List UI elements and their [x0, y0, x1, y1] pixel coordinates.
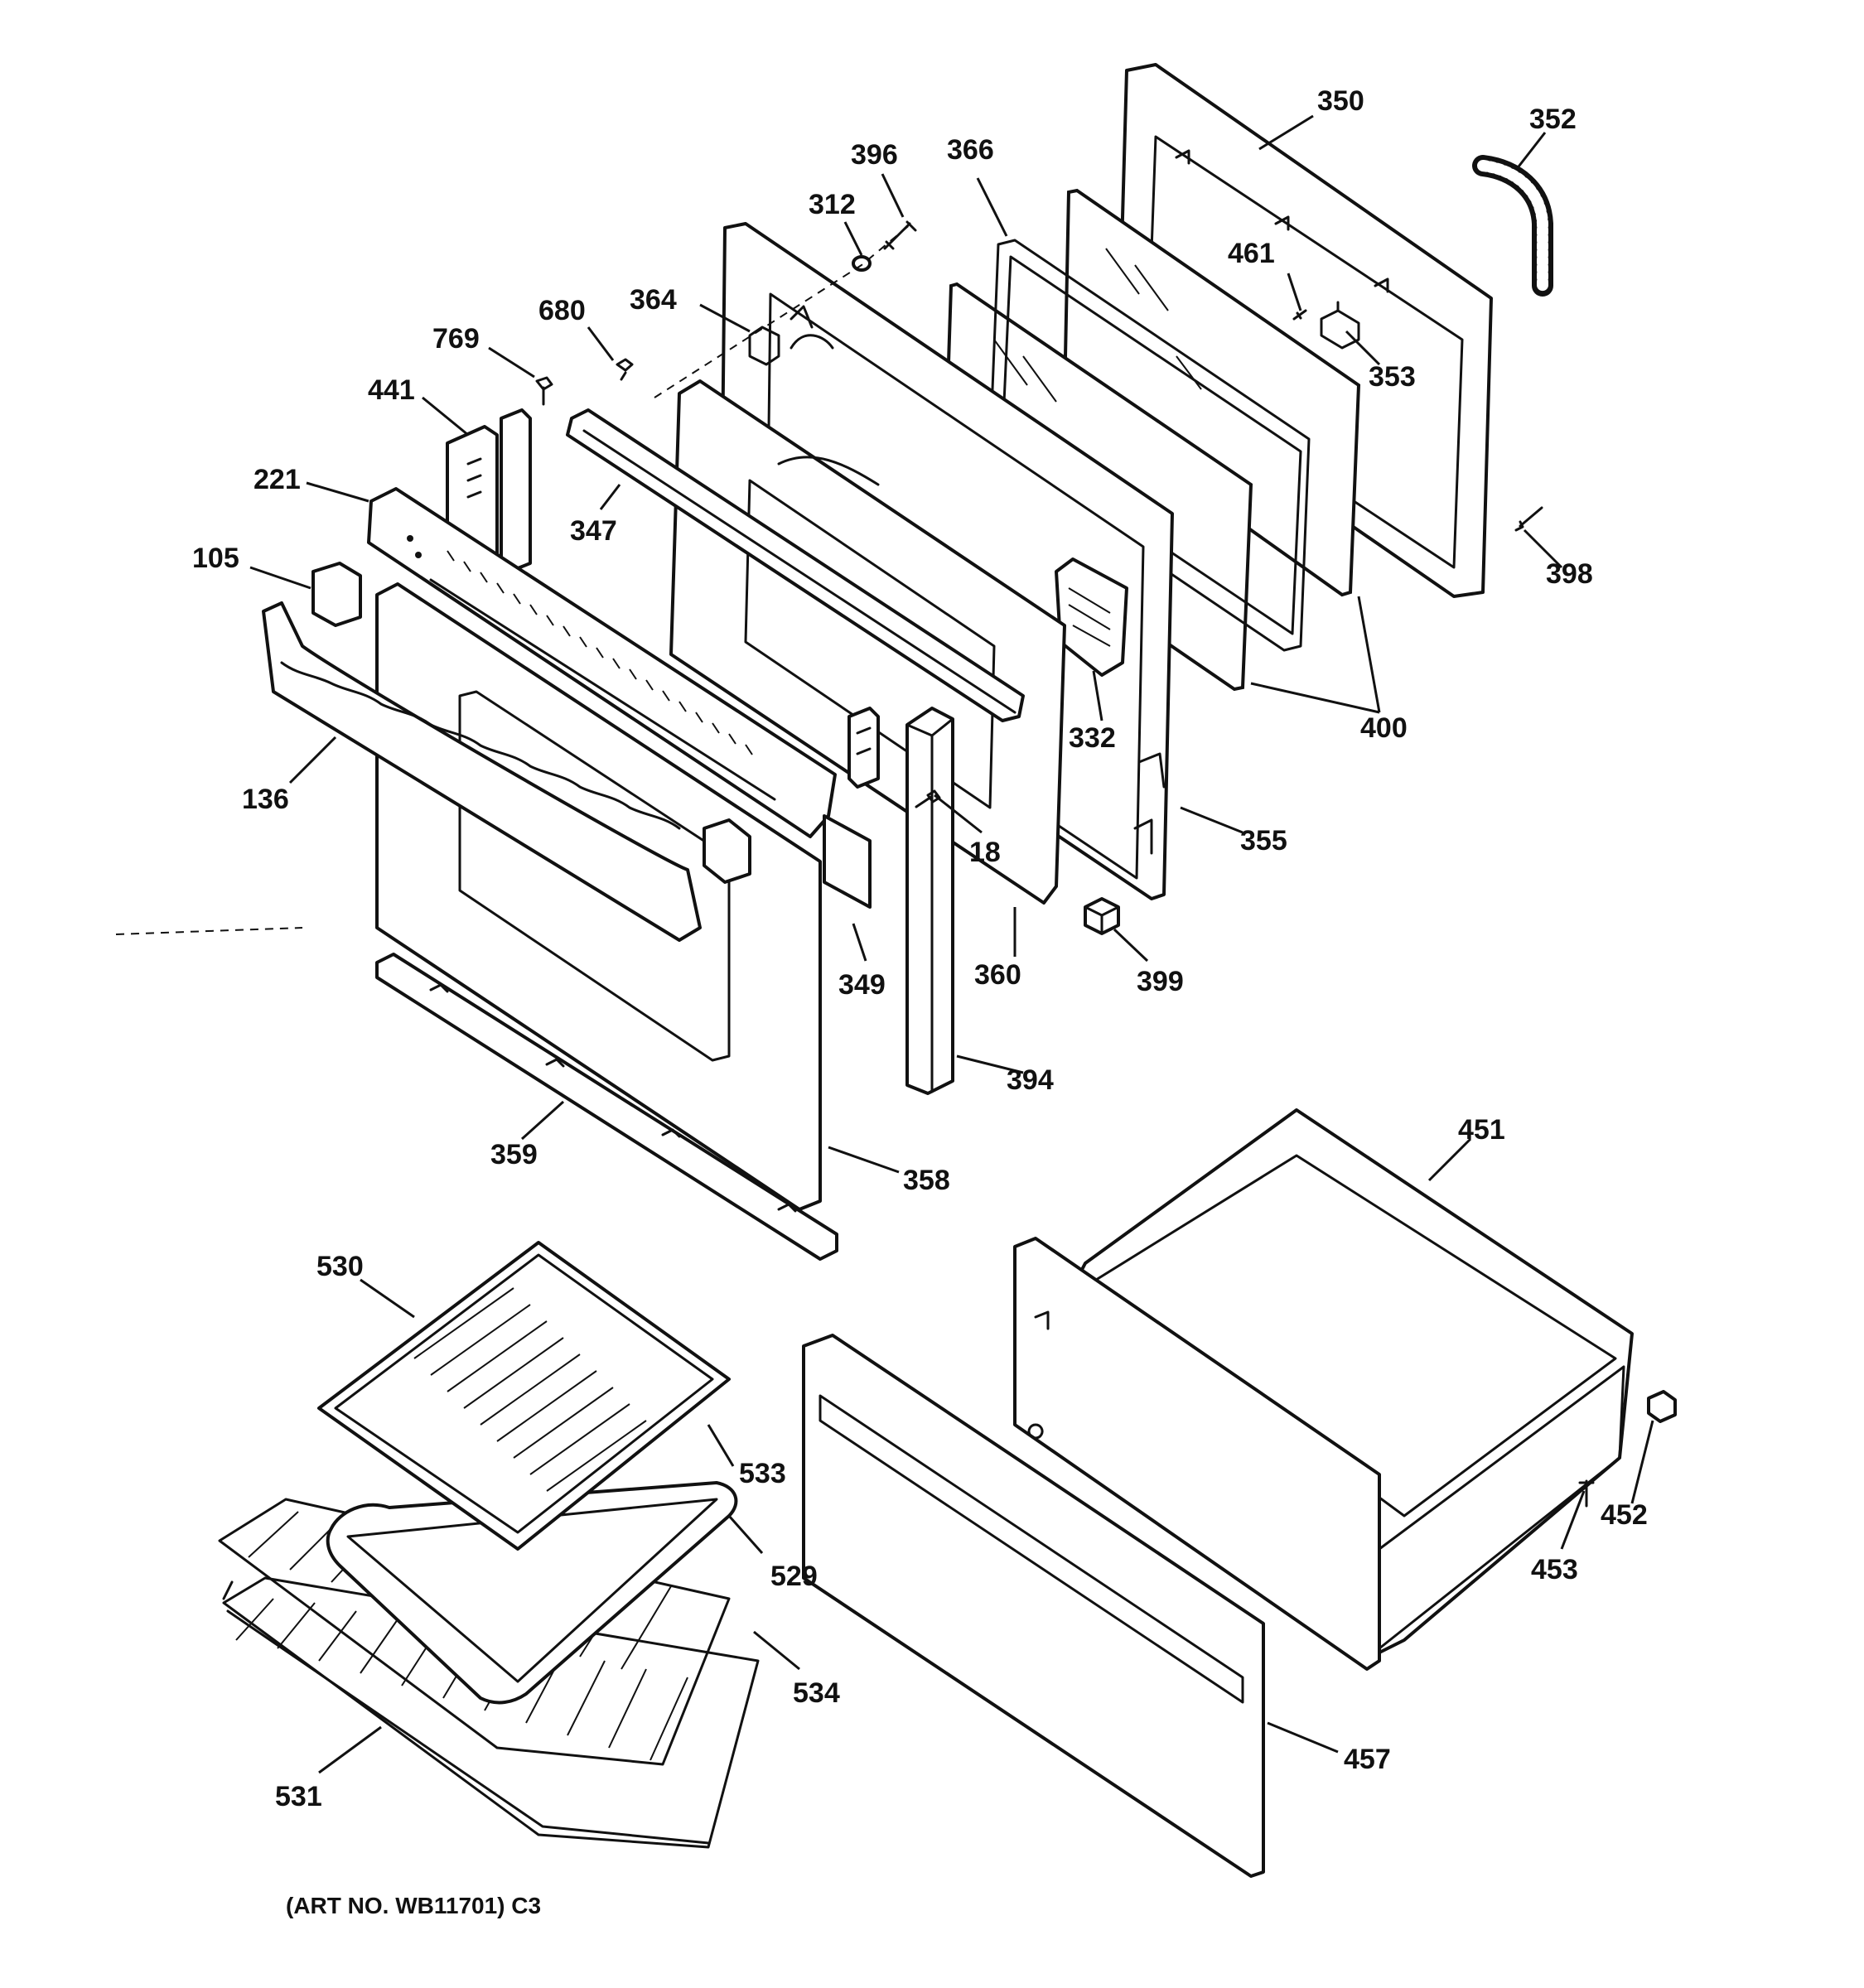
callout-366: 366: [947, 134, 994, 166]
callout-360: 360: [974, 959, 1021, 991]
broiler-grid-part: [317, 1241, 731, 1551]
bumper-part: [1084, 897, 1120, 935]
callout-534: 534: [793, 1677, 840, 1709]
callout-530: 530: [316, 1251, 364, 1282]
screw-769: [535, 376, 553, 406]
washer-312: [852, 255, 872, 272]
drawer-side-panel: [1013, 1237, 1381, 1671]
door-gasket-part: [1472, 155, 1553, 297]
door-clip-part: [1320, 301, 1360, 350]
callout-461: 461: [1228, 238, 1275, 269]
door-hinge-right: [847, 707, 880, 789]
screw-396: [883, 220, 917, 250]
callout-355: 355: [1240, 825, 1287, 856]
screw-680: [616, 358, 634, 381]
callout-18: 18: [969, 837, 1001, 868]
callout-221: 221: [254, 464, 301, 495]
callout-364: 364: [630, 284, 677, 316]
outer-door-part: [375, 582, 822, 1211]
callout-533: 533: [739, 1458, 786, 1489]
callout-398: 398: [1546, 558, 1593, 590]
callout-358: 358: [903, 1165, 950, 1196]
upper-frame-bracket: [748, 326, 834, 366]
callout-394: 394: [1007, 1064, 1054, 1096]
vent-panel-part: [367, 487, 837, 838]
callout-350: 350: [1317, 85, 1364, 117]
door-bottom-trim-part: [375, 953, 838, 1261]
callout-136: 136: [242, 784, 289, 815]
art-number-note: (ART NO. WB11701) C3: [286, 1893, 541, 1918]
callout-105: 105: [192, 543, 239, 574]
callout-359: 359: [490, 1139, 538, 1170]
screw-398: [1514, 506, 1543, 532]
callout-452: 452: [1601, 1499, 1648, 1531]
callout-529: 529: [770, 1561, 818, 1592]
callout-451: 451: [1458, 1114, 1505, 1146]
drawer-front-part: [802, 1334, 1265, 1878]
callout-347: 347: [570, 515, 617, 547]
callout-399: 399: [1137, 966, 1184, 997]
side-trim-part: [905, 707, 954, 1095]
screw-453: [1578, 1479, 1595, 1508]
callout-457: 457: [1344, 1744, 1391, 1775]
callout-353: 353: [1369, 361, 1416, 393]
leader-lines: [249, 114, 1654, 1774]
callout-312: 312: [809, 189, 856, 220]
callout-352: 352: [1529, 104, 1577, 135]
callout-labels: 350 352 396 366 312 461 680 364 769 353 …: [192, 85, 1648, 1812]
door-handle-part: [262, 601, 751, 942]
callout-396: 396: [851, 139, 898, 171]
small-panel-part: [823, 814, 872, 909]
callout-531: 531: [275, 1781, 322, 1812]
callout-400: 400: [1360, 712, 1408, 744]
callout-453: 453: [1531, 1554, 1578, 1585]
drawer-stop-452: [1647, 1390, 1677, 1423]
callout-349: 349: [838, 969, 886, 1001]
guide-line: [115, 927, 303, 935]
top-channel-part: [566, 408, 1025, 722]
callout-332: 332: [1069, 722, 1116, 754]
callout-441: 441: [368, 374, 415, 406]
callout-680: 680: [538, 295, 586, 326]
callout-769: 769: [432, 323, 480, 355]
small-screw-461: [1292, 309, 1307, 321]
inner-door-panel-part: [669, 379, 1066, 905]
